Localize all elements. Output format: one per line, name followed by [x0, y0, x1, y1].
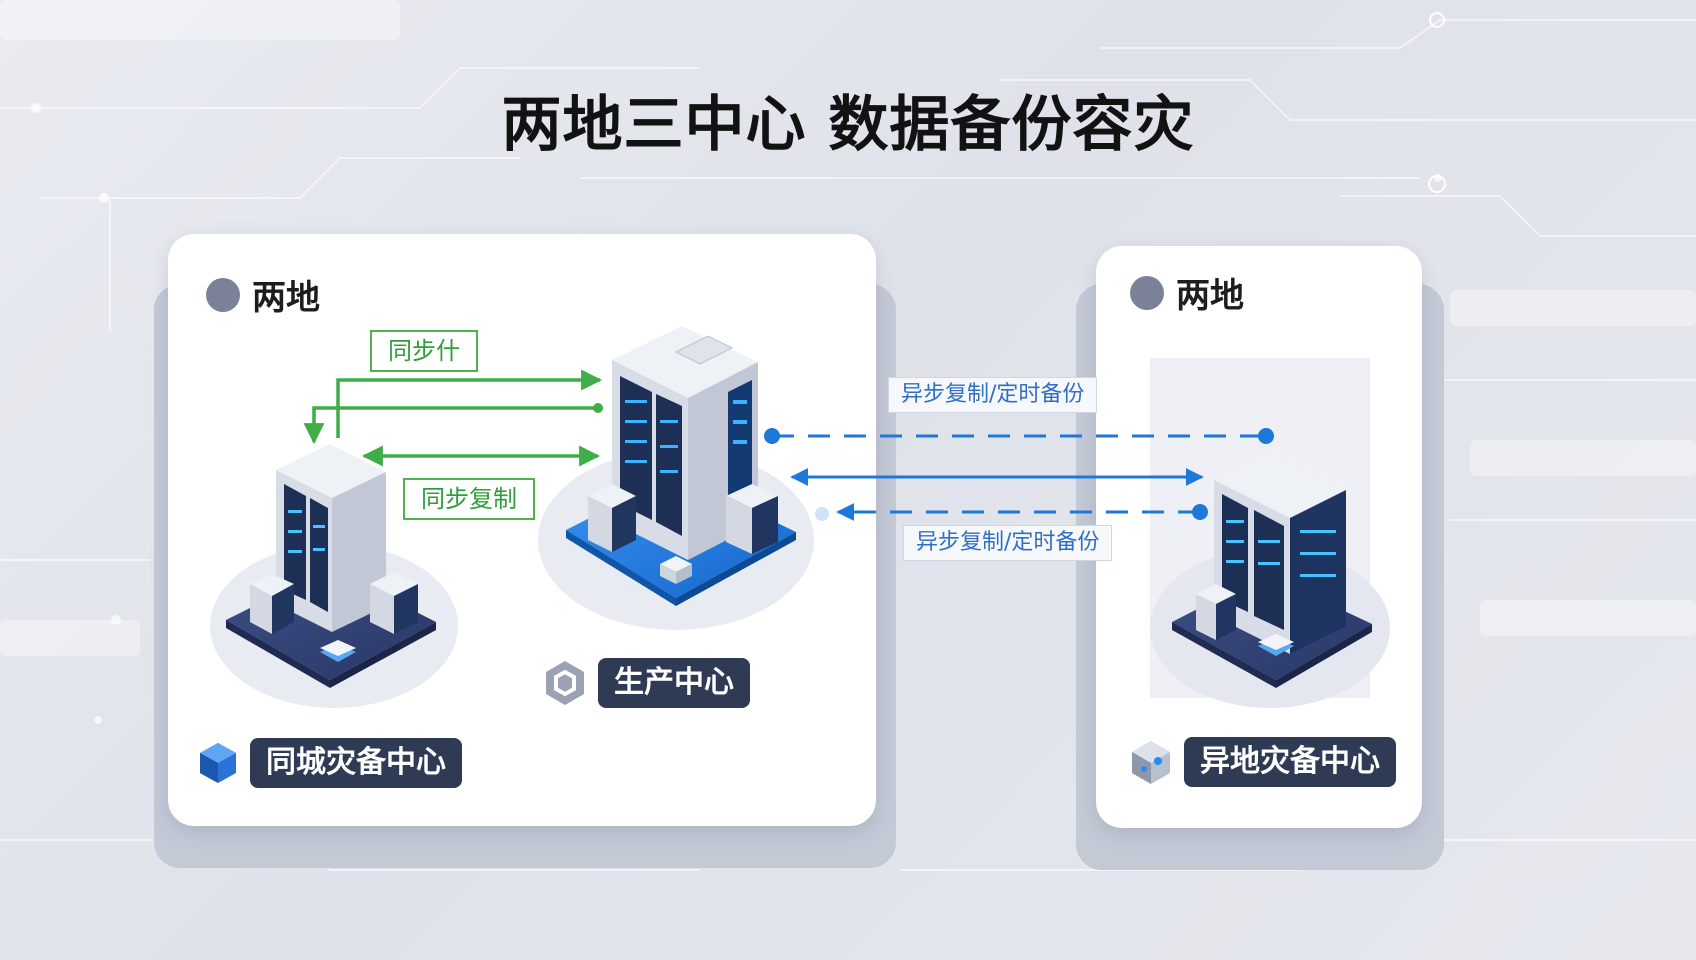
sync-arrow-to-production: [336, 369, 603, 438]
sync-arrow-group: [303, 369, 603, 467]
production-center-badge: 生产中心: [542, 658, 750, 708]
right-region-heading: 两地: [1130, 268, 1244, 317]
sync-arrow-to-same-city: [303, 406, 598, 445]
sync-tag-bottom: 同步复制: [403, 478, 535, 520]
async-tag-top: 异步复制/定时备份: [888, 377, 1098, 413]
production-center-label: 生产中心: [598, 658, 750, 708]
remote-center-badge: 异地灾备中心: [1128, 737, 1396, 787]
async-tag-bottom: 异步复制/定时备份: [903, 525, 1113, 561]
same-city-center-badge: 同城灾备中心: [196, 738, 462, 788]
region-dot-icon: [206, 277, 240, 312]
right-region-label: 两地: [1176, 276, 1244, 316]
cube-icon: [200, 743, 236, 783]
async-endpoint-dot: [1192, 504, 1208, 520]
async-endpoint-dot: [1258, 428, 1274, 444]
cube-network-icon: [1132, 741, 1170, 784]
region-dot-icon: [1130, 275, 1164, 310]
production-server-icon: [538, 326, 814, 630]
same-city-server-icon: [210, 444, 458, 708]
sync-tag-top: 同步什: [370, 330, 478, 372]
left-region-label: 两地: [252, 278, 320, 318]
remote-server-icon: [1150, 452, 1390, 708]
async-arrow-group: [772, 434, 1266, 521]
hexagon-icon: [546, 661, 584, 705]
sync-endpoint-dot: [593, 403, 603, 413]
page-title: 两地三中心 数据备份容灾: [501, 90, 1195, 160]
left-region-heading: 两地: [206, 270, 320, 319]
same-city-center-label: 同城灾备中心: [250, 738, 462, 788]
async-endpoint-dot: [815, 507, 829, 521]
remote-center-label: 异地灾备中心: [1184, 737, 1396, 787]
async-endpoint-dot: [764, 428, 780, 444]
